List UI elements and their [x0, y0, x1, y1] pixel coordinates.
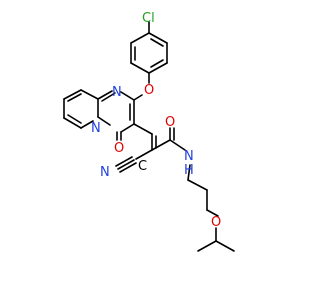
- amide-hydrogen-label: H: [184, 163, 194, 178]
- chlorine-atom-label: Cl: [142, 11, 155, 26]
- aryl-ether-oxygen-label: O: [144, 83, 154, 98]
- bridgehead-nitrogen-label: N: [91, 121, 101, 136]
- amide-nitrogen-label: N: [184, 149, 194, 164]
- pyrimidinone-ring: [97, 90, 135, 133]
- chlorophenyl-ring: [130, 21, 168, 74]
- ring-carbonyl-oxygen-label: O: [114, 141, 124, 156]
- amide-oxygen-label: O: [165, 115, 175, 130]
- alkyl-ether-oxygen-label: O: [211, 215, 221, 230]
- molecule-diagram: Cl O N N O N C O N H O: [63, 11, 235, 252]
- nitrile-nitrogen-label: N: [100, 165, 110, 180]
- pyrimidine-nitrogen-label: N: [112, 85, 122, 100]
- molecule-svg: Cl O N N O N C O N H O: [63, 11, 235, 252]
- nitrile-carbon-label: C: [138, 159, 147, 174]
- pyrido-ring: [63, 89, 99, 129]
